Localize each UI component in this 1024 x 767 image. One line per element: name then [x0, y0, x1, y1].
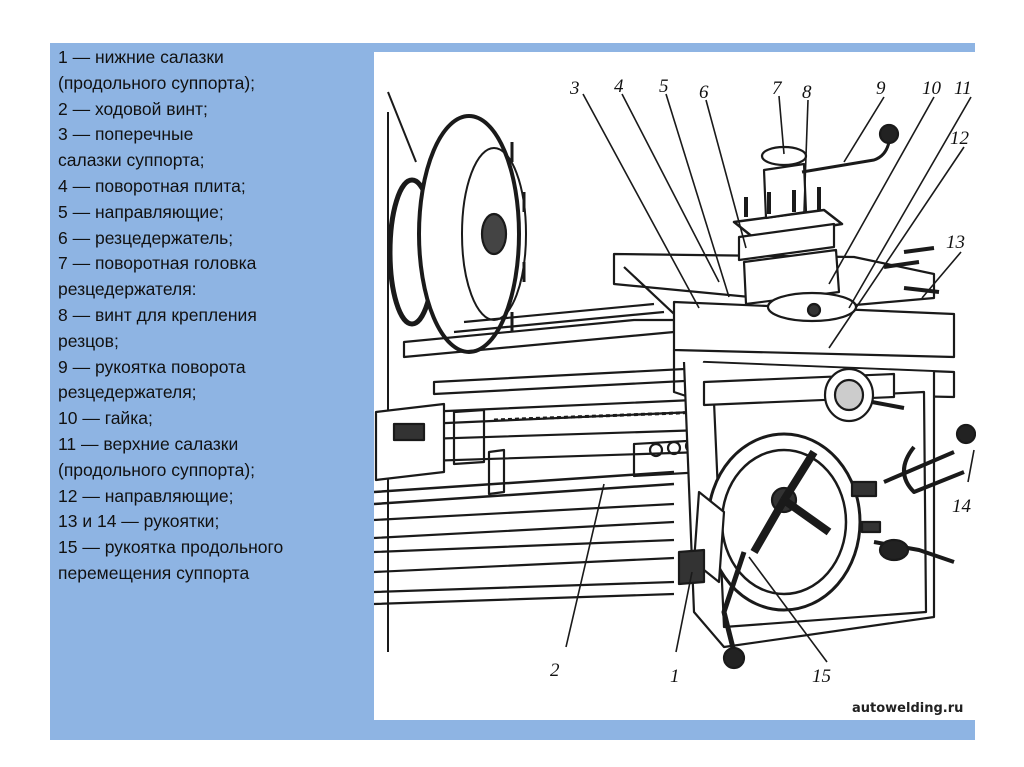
callout-4: 4: [614, 76, 624, 97]
callout-9: 9: [876, 78, 886, 99]
legend-line: 13 и 14 — рукоятки;: [58, 511, 220, 532]
machine-linework: [374, 91, 976, 670]
legend-line: 7 — поворотная головка: [58, 253, 257, 274]
callout-13: 13: [946, 232, 965, 253]
legend-line: (продольного суппорта);: [58, 72, 256, 93]
callout-5: 5: [659, 76, 669, 97]
legend-line: 1 — нижние салазки: [58, 47, 224, 67]
lathe-carriage-diagram: 3 4 5 6 7 8 9 10 11 12 13 14 15 1 2 auto…: [374, 52, 976, 720]
legend-line: 2 — ходовой винт;: [58, 98, 208, 119]
lathe-drawing: 3 4 5 6 7 8 9 10 11 12 13 14 15 1 2 auto…: [374, 76, 976, 716]
legend-line: 8 — винт для крепления: [58, 304, 257, 325]
watermark-text: autowelding.ru: [852, 701, 963, 716]
callout-15: 15: [812, 666, 831, 687]
legend-line: 12 — направляющие;: [58, 485, 234, 506]
legend-line: 9 — рукоятка поворота: [58, 356, 246, 377]
legend-line: 4 — поворотная плита;: [58, 175, 246, 196]
legend-line: резцедержателя:: [58, 279, 197, 300]
legend-line: перемещения суппорта: [58, 562, 250, 583]
callout-12: 12: [950, 128, 970, 149]
callout-11: 11: [954, 78, 972, 99]
legend-line: 5 — направляющие;: [58, 201, 224, 222]
legend-line: резцов;: [58, 330, 119, 351]
legend-line: (продольного суппорта);: [58, 459, 256, 480]
legend-text-block: 1 — нижние салазки (продольного суппорта…: [58, 45, 378, 587]
legend-line: 15 — рукоятка продольного: [58, 537, 284, 558]
callout-14: 14: [952, 496, 972, 517]
callout-10: 10: [922, 78, 942, 99]
callout-7: 7: [772, 78, 783, 99]
callout-1: 1: [670, 666, 680, 687]
legend-line: резцедержателя;: [58, 382, 197, 403]
legend-line: 10 — гайка;: [58, 408, 153, 429]
legend-line: 6 — резцедержатель;: [58, 227, 234, 248]
callout-6: 6: [699, 82, 709, 103]
callout-3: 3: [569, 78, 580, 99]
callout-leader-lines: [565, 93, 975, 663]
legend-line: 11 — верхние салазки: [58, 433, 239, 454]
legend-line: 3 — поперечные: [58, 124, 194, 145]
callout-8: 8: [802, 82, 812, 103]
legend-line: салазки суппорта;: [58, 150, 205, 171]
callout-2: 2: [550, 660, 560, 681]
